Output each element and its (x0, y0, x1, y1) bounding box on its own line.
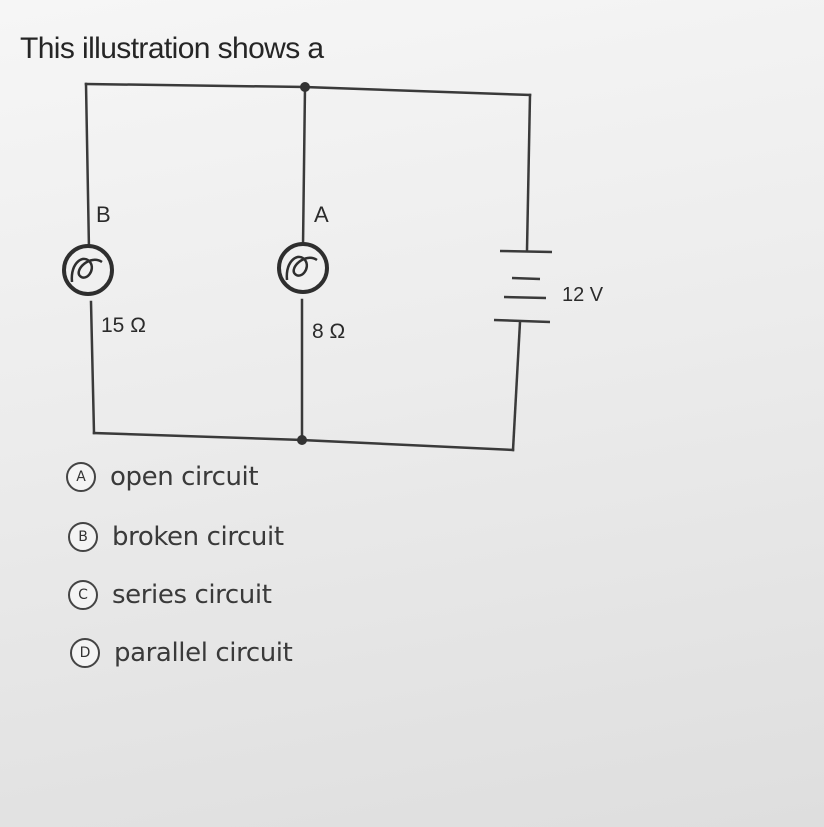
wire-bottom-left (92, 431, 304, 442)
option-b-radio[interactable]: B (68, 522, 98, 552)
bulb-b-resistance: 15 Ω (101, 314, 146, 337)
option-b-text: broken circuit (112, 522, 284, 552)
option-c-radio[interactable]: C (68, 580, 98, 610)
question-prompt: This illustration shows a (20, 32, 324, 65)
bulb-a-resistance: 8 Ω (312, 320, 345, 343)
option-b[interactable]: B broken circuit (68, 522, 284, 552)
junction-top (300, 82, 310, 92)
battery-icon (493, 249, 553, 324)
wire-right-lower (511, 320, 522, 452)
battery-voltage: 12 V (562, 284, 604, 306)
bulb-b-label: B (96, 202, 111, 227)
option-d-radio[interactable]: D (70, 638, 100, 668)
bulb-b-icon (62, 244, 114, 296)
option-a-text: open circuit (110, 462, 259, 492)
option-a-radio[interactable]: A (66, 462, 96, 492)
wire-left-lower (89, 300, 96, 435)
option-c[interactable]: C series circuit (68, 580, 272, 610)
wire-bottom-right (300, 438, 515, 452)
wire-right-upper (525, 93, 532, 252)
wire-middle-upper (301, 85, 307, 248)
wire-top-left (84, 82, 307, 89)
wire-left-upper (84, 82, 91, 252)
option-c-text: series circuit (112, 580, 272, 610)
wire-top-right (303, 85, 532, 97)
bulb-a-icon (277, 242, 329, 294)
bulb-a-label: A (314, 202, 329, 227)
option-d[interactable]: D parallel circuit (70, 638, 293, 668)
option-d-text: parallel circuit (114, 638, 293, 668)
option-a[interactable]: A open circuit (66, 462, 259, 492)
junction-bottom (297, 435, 307, 445)
